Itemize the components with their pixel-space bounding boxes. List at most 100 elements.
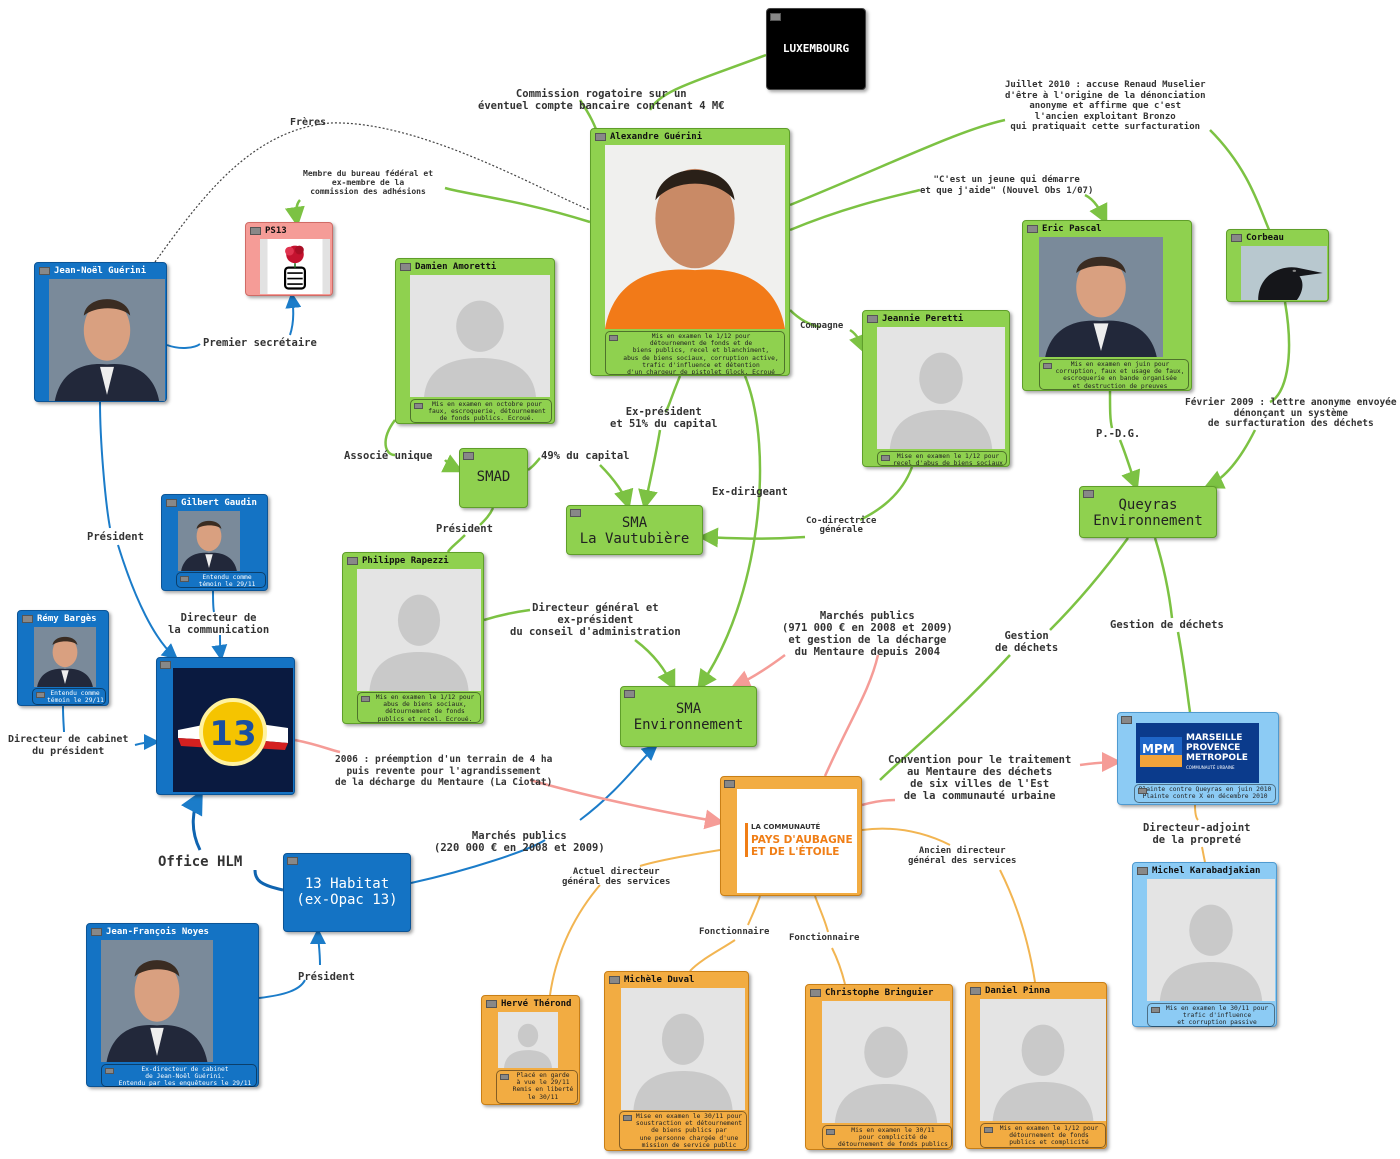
note-icon [609,976,620,984]
edge-codirectrice [703,466,914,539]
node-caption: Entendu comme témoin le 29/11 [32,688,106,705]
label-gestion-dechets-2: Gestion de déchets [1110,619,1224,631]
note-icon [160,661,171,669]
label-president-jng: Président [87,531,144,543]
node-luxembourg[interactable]: LUXEMBOURG [766,8,866,90]
label-ancien-dgs: Ancien directeur général des services [908,846,1017,866]
node-caption: Entendu comme témoin le 29/11 [176,572,266,588]
node-smad[interactable]: SMAD [459,448,528,508]
node-header: Alexandre Guérini [595,131,785,143]
node-title: Queyras Environnement [1093,497,1203,529]
node-cg13[interactable]: 13 [156,657,295,795]
node-queyras[interactable]: Queyras Environnement [1079,486,1217,538]
node-header: Hervé Thérond [486,998,575,1010]
label-commission: Commission rogatoire sur un éventuel com… [478,88,725,112]
label-ex-president: Ex-président et 51% du capital [610,406,718,430]
note-icon [166,499,177,507]
photo [1039,237,1163,357]
edge-ancien [861,827,1036,983]
node-name: Rémy Bargès [37,614,97,624]
node-title: 13 Habitat (ex-Opac 13) [296,876,398,908]
note-icon [250,227,261,235]
label-juillet: Juillet 2010 : accuse Renaud Muselier d'… [1005,80,1206,132]
edge-fonctionnaire1 [689,895,761,972]
node-13-habitat[interactable]: 13 Habitat (ex-Opac 13) [283,853,411,932]
photo [34,627,96,687]
edge-barges [62,705,65,733]
label-fonctionnaire-2: Fonctionnaire [789,933,860,943]
node-title: LUXEMBOURG [782,42,850,55]
node-header: Damien Amoretti [400,261,550,273]
node-name: PS13 [265,226,287,236]
placeholder-avatar-icon [877,327,1005,449]
node-sma-vautubiere[interactable]: SMA La Vautubière [566,505,703,555]
node-header: PS13 [250,225,328,237]
edge-gestion2 [1153,537,1192,713]
label-directeur-adjoint: Directeur-adjoint de la propreté [1143,822,1251,846]
photo [605,145,785,329]
node-jean-noel[interactable]: Jean-Noël Guérini [34,262,167,402]
note-icon [39,267,50,275]
note-icon [724,780,735,788]
node-sma-environnement[interactable]: SMA Environnement [620,686,757,747]
node-header: Gilbert Gaudin [166,497,263,509]
node-pays-aubagne[interactable]: LA COMMUNAUTÉ PAYS D'AUBAGNE ET DE L'ÉTO… [720,776,862,896]
node-header: Jean-Noël Guérini [39,265,162,277]
node-ps13[interactable]: PS13 [245,222,333,296]
note-icon [1231,234,1242,242]
label-marches-220: Marchés publics (220 000 € en 2008 et 20… [434,830,605,854]
label-president-smad: Président [436,523,493,535]
note-icon [624,690,635,698]
node-header: Eric Pascal [1027,223,1187,235]
edge-dg [483,608,673,686]
mpm-abbr: MPM [1142,742,1175,756]
label-compagne: Compagne [800,321,844,331]
label-actuel-dgs: Actuel directeur général des services [562,867,671,887]
note-icon [463,452,474,460]
edge-marches2 [410,747,655,884]
edge-juillet [789,118,1272,233]
aubagne-logo: LA COMMUNAUTÉ PAYS D'AUBAGNE ET DE L'ÉTO… [737,789,857,893]
node-title: SMAD [476,469,511,485]
node-mpm[interactable]: MPM MARSEILLE PROVENCE METROPOLE COMMUNA… [1117,712,1279,805]
note-icon [867,315,878,323]
node-corbeau[interactable]: Corbeau [1226,229,1329,302]
node-name: Michel Karabadjakian [1152,866,1261,876]
node-name: Corbeau [1246,233,1284,243]
placeholder-avatar-icon [621,988,745,1110]
edge-ex-dirigeant [697,375,762,691]
edge-office [193,795,284,892]
note-icon [1027,225,1038,233]
edge-noyes [258,932,320,999]
node-caption: Placé en garde à vue le 29/11 Remis en l… [496,1070,578,1104]
note-icon [400,263,411,271]
edge-associe [384,419,459,470]
note-icon [570,509,581,517]
photo [1241,246,1327,300]
label-ex-dirigeant: Ex-dirigeant [712,486,788,498]
edge-pdg [1108,390,1136,486]
edge-convention [861,762,1117,807]
edge-president-smad [446,507,495,553]
label-convention: Convention pour le traitement au Mentaur… [888,754,1072,802]
node-title: SMA Environnement [633,701,744,733]
node-caption: Mise en examen le 1/12 pour recel d'abus… [877,451,1007,466]
node-header: Philippe Rapezzi [347,555,479,567]
note-icon [770,13,781,21]
label-gestion-dechets-1: Gestion de déchets [995,630,1059,654]
logo-line1: LA COMMUNAUTÉ [751,823,821,831]
